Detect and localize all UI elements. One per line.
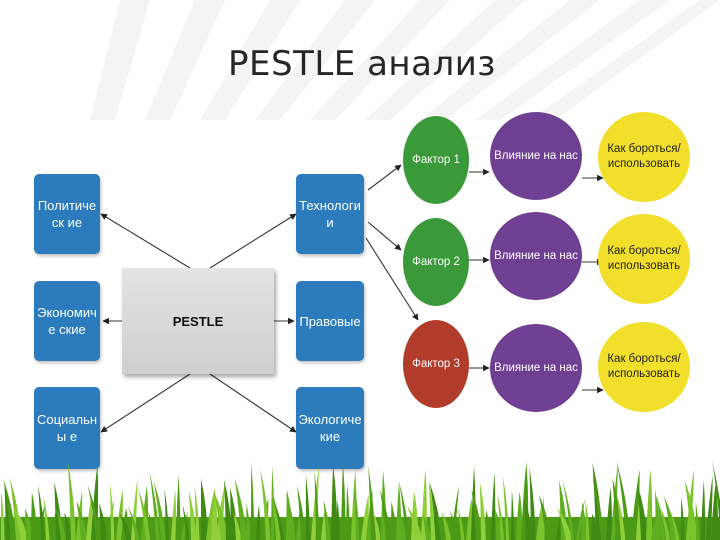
fight-1-label: Как бороться/ использовать	[607, 143, 681, 170]
arrow-to-factor-1	[367, 164, 402, 191]
arrow-to-factor-3	[365, 237, 419, 321]
factor-1-label: Фактор 1	[412, 153, 460, 166]
factor-political-label: Политическ ие	[37, 198, 97, 230]
impact-2-circle: Влияние на нас	[490, 212, 582, 300]
factor-economic-box: Экономиче ские	[34, 281, 100, 361]
impact-3-label: Влияние на нас	[494, 361, 578, 374]
impact-3-circle: Влияние на нас	[490, 324, 582, 412]
impact-1-circle: Влияние на нас	[490, 112, 582, 200]
impact-2-label: Влияние на нас	[494, 249, 578, 262]
factor-legal-label: Правовые	[299, 313, 361, 329]
factor-2-label: Фактор 2	[412, 255, 460, 268]
fight-1-circle: Как бороться/ использовать	[598, 112, 690, 202]
factor-ecological-box: Экологиче кие	[296, 387, 364, 469]
factor-social-box: Социальны е	[34, 387, 100, 469]
factor-legal-box: Правовые	[296, 281, 364, 361]
factor-technology-box: Технологии	[296, 174, 364, 254]
factor-social-label: Социальны е	[36, 412, 98, 444]
factor-3-label: Фактор 3	[412, 357, 460, 370]
factor-political-box: Политическ ие	[34, 174, 100, 254]
factor-1-circle: Фактор 1	[403, 116, 469, 204]
factor-3-circle: Фактор 3	[403, 320, 469, 408]
factor-economic-label: Экономиче ские	[37, 305, 97, 337]
fight-2-circle: Как бороться/ использовать	[598, 214, 690, 304]
fight-3-label: Как бороться/ использовать	[607, 353, 681, 380]
page-title: PESTLE анализ	[228, 44, 496, 84]
fight-3-circle: Как бороться/ использовать	[598, 322, 690, 412]
fight-2-label: Как бороться/ использовать	[607, 245, 681, 272]
background-rays	[90, 0, 720, 120]
arrow-to-ecological	[209, 373, 297, 433]
factor-2-circle: Фактор 2	[403, 218, 469, 306]
pestle-center-label: PESTLE	[172, 313, 224, 329]
impact-1-label: Влияние на нас	[494, 149, 578, 162]
arrow-to-technology	[209, 213, 297, 269]
arrow-to-factor-2	[367, 221, 402, 251]
pestle-center-box: PESTLE	[122, 268, 274, 374]
factor-technology-label: Технологии	[299, 198, 361, 230]
arrow-to-social	[100, 373, 191, 433]
factor-ecological-label: Экологиче кие	[298, 412, 362, 444]
arrow-to-political	[100, 213, 191, 269]
grass-decoration	[0, 461, 720, 540]
